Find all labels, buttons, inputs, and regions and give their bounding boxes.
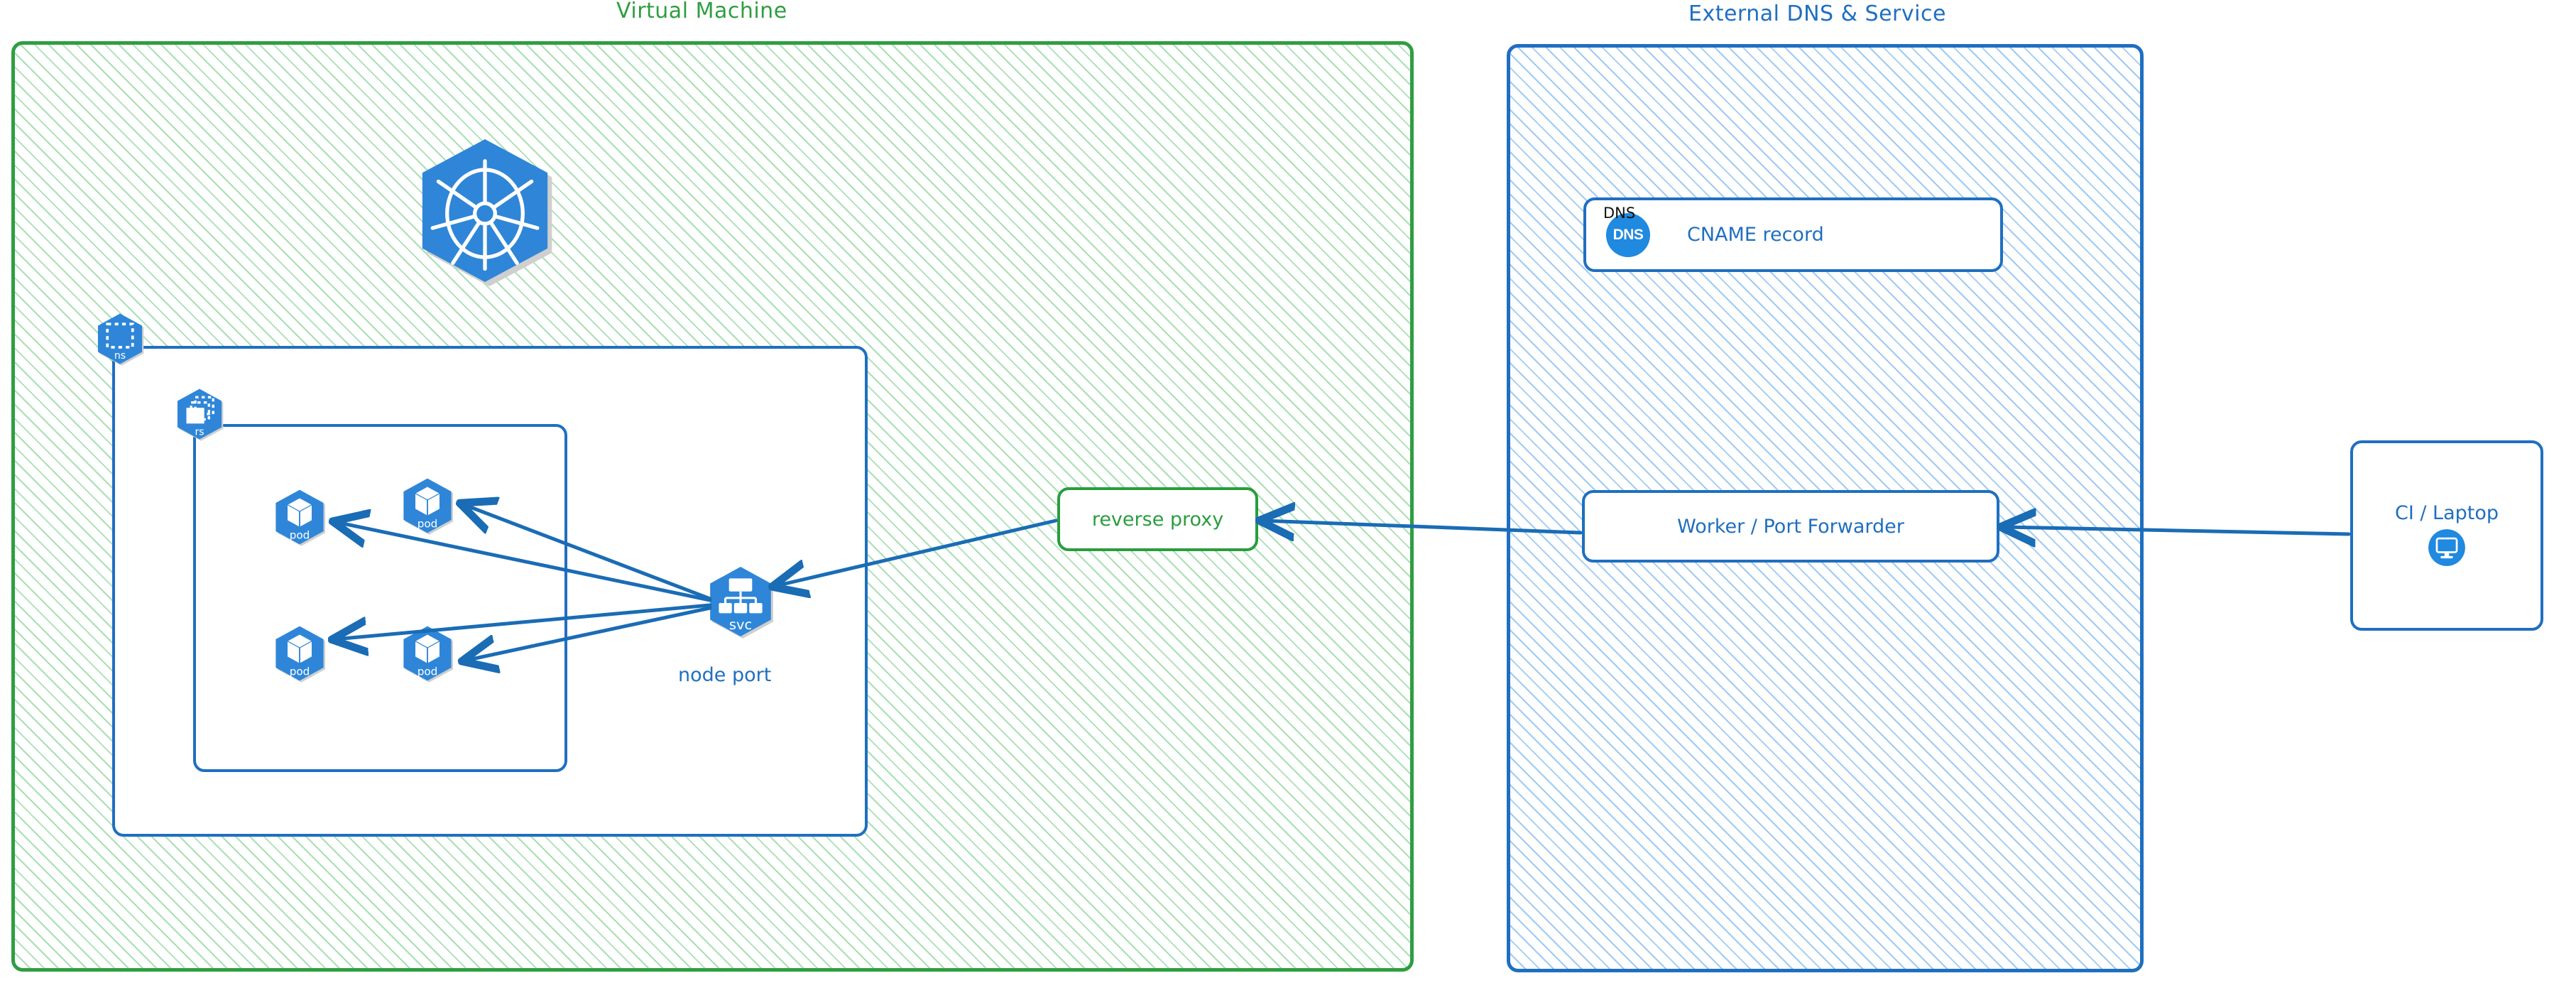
- node-port-caption: node port: [678, 664, 772, 686]
- pod-node-2[interactable]: pod: [399, 477, 456, 535]
- pod-badge-text: pod: [417, 517, 438, 530]
- pod-badge-text: pod: [290, 528, 310, 541]
- ci-laptop-card[interactable]: CI / Laptop: [2350, 440, 2543, 631]
- external-panel-title: External DNS & Service: [1688, 1, 1946, 26]
- pod-badge-text: pod: [417, 665, 438, 678]
- ci-laptop-label: CI / Laptop: [2394, 501, 2499, 524]
- svc-badge-text: svc: [729, 617, 752, 633]
- dns-badge-icon: DNS: [1606, 212, 1650, 257]
- replicaset-badge-icon: rs: [173, 388, 226, 441]
- vm-panel-title: Virtual Machine: [616, 0, 787, 23]
- cname-record-label: CNAME record: [1687, 224, 1824, 246]
- pod-node-4[interactable]: pod: [399, 625, 456, 683]
- ns-badge-text: ns: [114, 350, 126, 362]
- pod-node-1[interactable]: pod: [271, 489, 328, 546]
- dns-record-card[interactable]: DNS CNAME record: [1583, 197, 2003, 272]
- reverse-proxy-label: reverse proxy: [1091, 508, 1224, 531]
- desktop-monitor-icon: [2428, 528, 2466, 570]
- worker-port-forwarder-card[interactable]: Worker / Port Forwarder: [1582, 490, 1999, 563]
- rs-badge-text: rs: [195, 427, 204, 438]
- dns-card-header: DNS: [1603, 205, 1636, 222]
- kubernetes-logo-icon: [408, 138, 562, 287]
- worker-label: Worker / Port Forwarder: [1677, 515, 1904, 538]
- namespace-badge-icon: ns: [94, 313, 146, 366]
- dns-badge-text: DNS: [1612, 226, 1644, 243]
- replicaset-box: [193, 424, 567, 772]
- pod-node-3[interactable]: pod: [271, 625, 328, 683]
- reverse-proxy-card[interactable]: reverse proxy: [1057, 487, 1258, 551]
- service-node[interactable]: svc: [704, 565, 777, 639]
- pod-badge-text: pod: [290, 665, 310, 678]
